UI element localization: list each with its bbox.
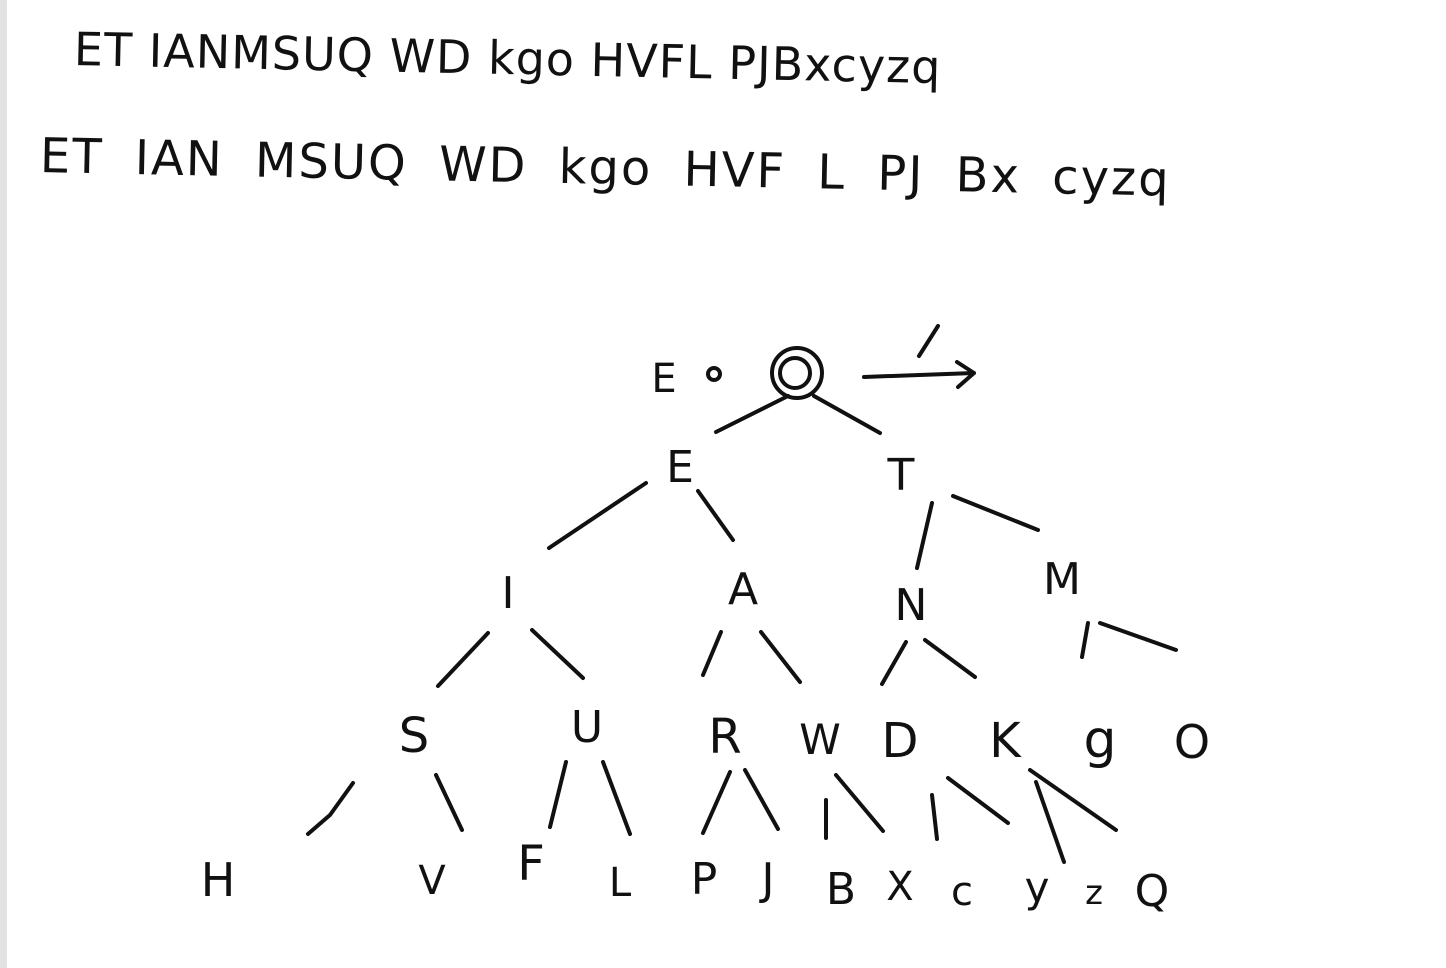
edge-a-r (701, 630, 723, 677)
edge-root-t (812, 394, 882, 435)
edge-d-y (946, 776, 1010, 825)
edge-i-s (436, 631, 490, 688)
edge-root-e (714, 394, 790, 434)
node-label-m: M (1043, 554, 1081, 605)
edge-u-f (548, 760, 568, 829)
root-node-inner (778, 356, 812, 390)
edge-e-a (696, 489, 735, 542)
node-label-b: B (826, 864, 856, 915)
right-arrow (862, 360, 976, 389)
edge-i-u (530, 628, 585, 680)
node-label-s: S (399, 708, 429, 764)
edge-u-l (601, 760, 632, 836)
root-node-outer (770, 346, 824, 400)
edge-e-i (547, 481, 648, 550)
node-label-v: V (418, 858, 446, 904)
edge-w-x (834, 773, 885, 833)
node-label-e: E (666, 442, 694, 493)
node-label-w: W (799, 715, 841, 764)
dot-node (706, 366, 722, 382)
node-label-x: X (886, 864, 913, 910)
edge-s-h (306, 781, 355, 836)
node-label-i: I (502, 568, 515, 619)
edge-m-o (1098, 621, 1178, 652)
node-label-u: U (571, 702, 603, 753)
node-label-t: T (887, 450, 915, 501)
node-label-q: Q (1135, 866, 1170, 917)
edge-k-z (1034, 780, 1066, 864)
edge-d-c (930, 793, 939, 841)
edge-s-v (434, 773, 464, 832)
node-label-j: J (759, 854, 775, 905)
edge-m-g (1080, 621, 1090, 659)
node-label-k: K (989, 713, 1022, 769)
node-label-p: P (691, 854, 718, 905)
edge-t-m (951, 494, 1040, 532)
edge-n-k (923, 638, 977, 679)
node-label-h: H (201, 853, 236, 907)
node-label-y: y (1025, 863, 1050, 912)
node-label-n: N (895, 580, 928, 631)
edge-r-j (743, 768, 780, 831)
node-label-a: A (728, 564, 758, 615)
node-label-g: g (1083, 710, 1116, 770)
edge-n-d (880, 640, 908, 686)
node-label-z: z (1085, 873, 1103, 913)
node-label-c: c (951, 869, 973, 915)
right-arrow-tick (917, 324, 940, 358)
node-label-o: O (1174, 715, 1210, 769)
page-margin (0, 0, 7, 968)
node-label-l: L (609, 860, 632, 906)
left-arrow-label: E (651, 356, 676, 402)
node-label-f: F (517, 836, 545, 892)
edge-k-q (1028, 768, 1118, 832)
edge-r-p (701, 770, 732, 835)
node-label-d: D (882, 713, 919, 769)
node-label-r: R (708, 709, 741, 765)
edge-t-n (915, 501, 934, 570)
edge-a-w (759, 630, 802, 684)
